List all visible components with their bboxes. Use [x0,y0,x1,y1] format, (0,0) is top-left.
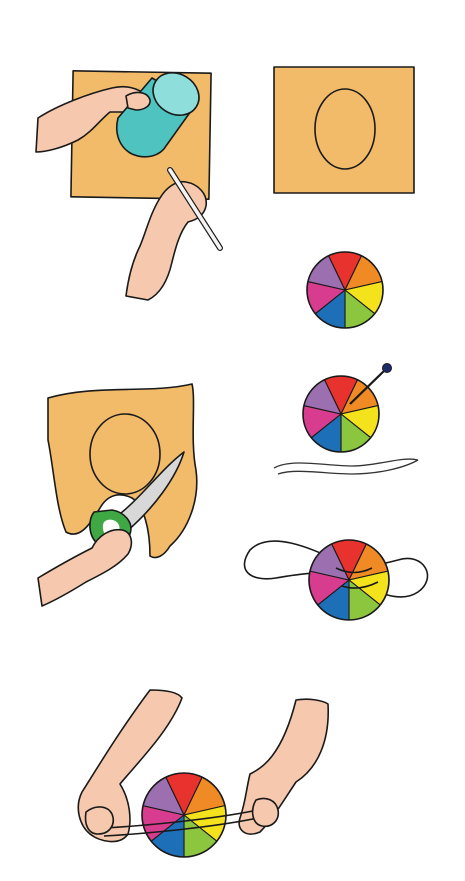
finger-icon [253,798,279,826]
step-5-pierce-wheel [274,364,418,475]
finger-icon [126,93,150,110]
step-1-trace-circle [36,64,220,300]
step-2-traced-card [274,67,414,193]
finger-icon [86,807,114,834]
string-icon [274,459,418,474]
color-wheel-icon [307,252,383,328]
hand-icon [38,530,131,606]
card-sheet [274,67,414,193]
step-4-cut-circle [38,384,197,606]
step-6-thread-string [244,540,427,620]
step-3-color-wheel [307,252,383,328]
step-7-spin-wheel [78,690,328,857]
color-wheel-icon [142,773,226,857]
hand-icon [126,182,206,300]
color-wheel-icon [309,540,389,620]
